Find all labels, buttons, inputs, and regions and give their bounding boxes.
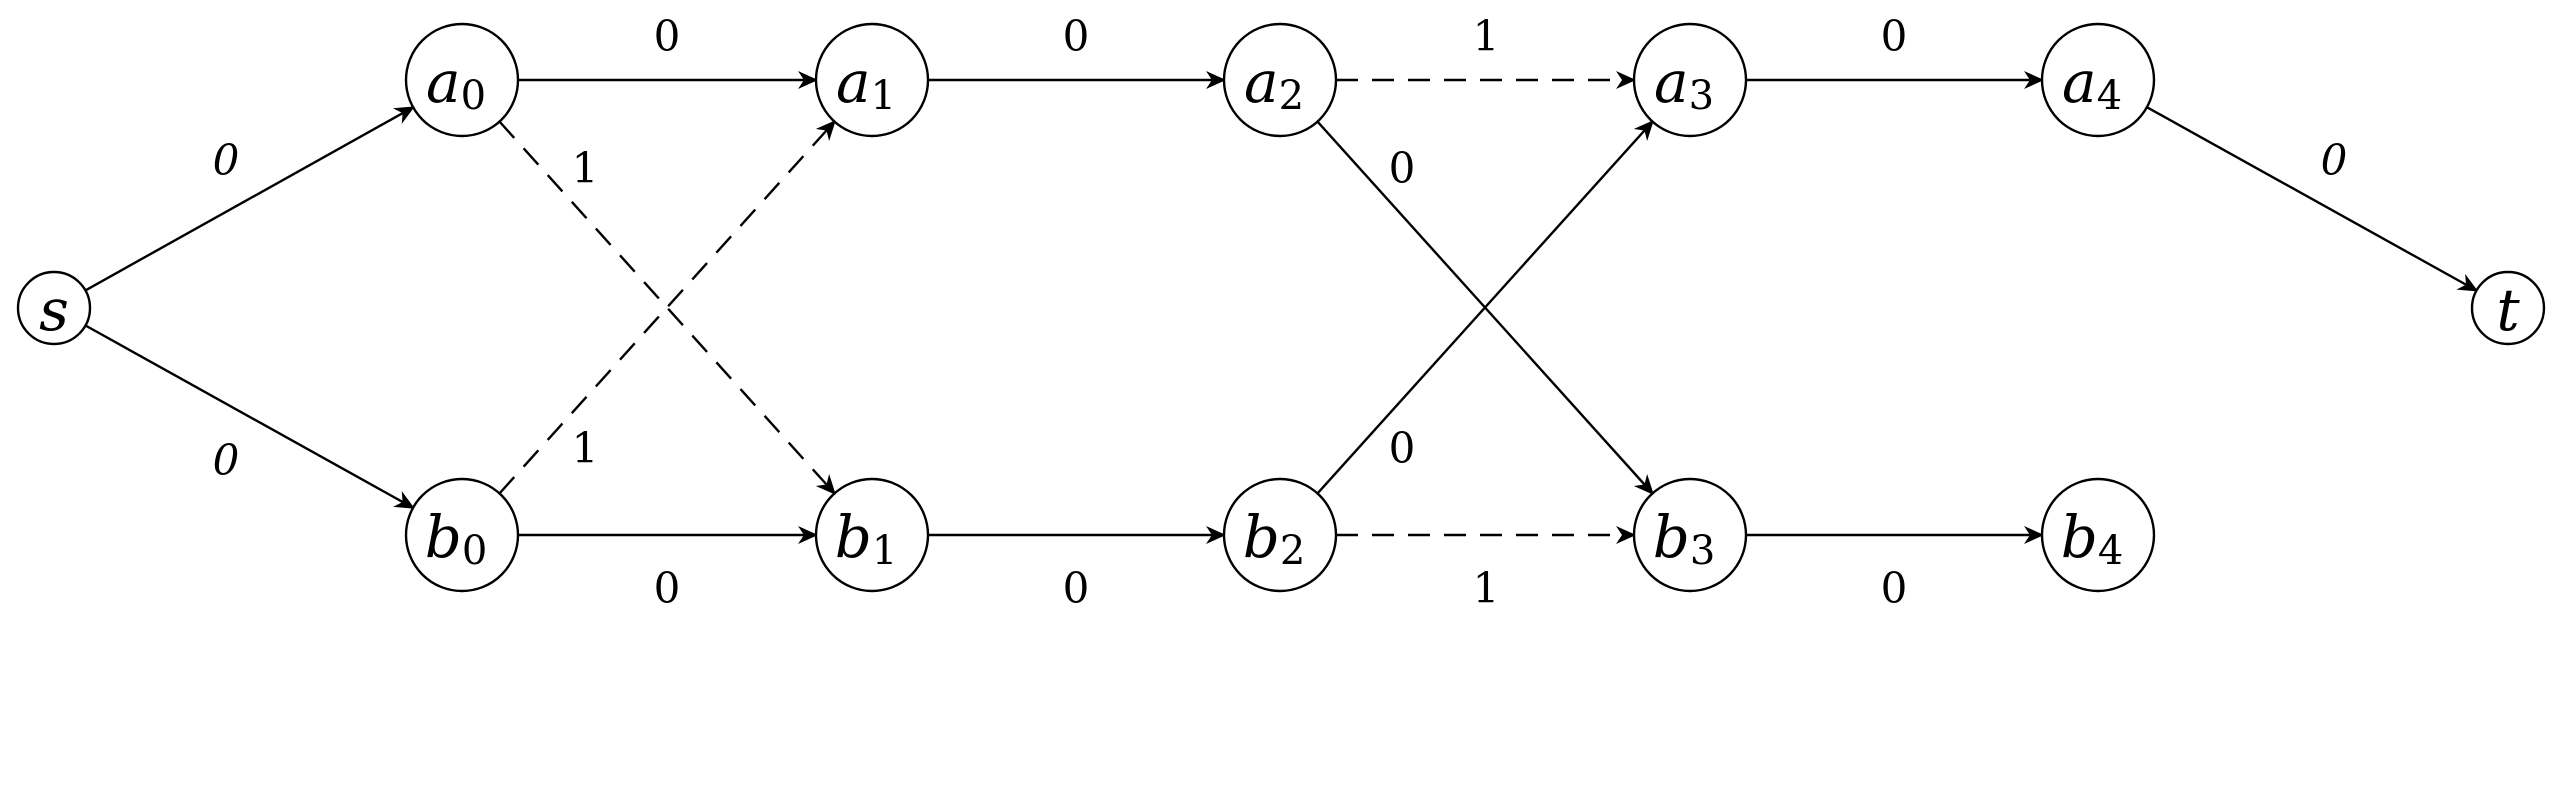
node-label-base-b2: b xyxy=(1243,503,1280,571)
edge-s-a0 xyxy=(84,106,415,292)
node-a4: a4 xyxy=(2040,22,2156,138)
node-label-base-a3: a xyxy=(1654,48,1689,116)
node-b4: b4 xyxy=(2040,477,2156,593)
edge-label-b2-a3: 0 xyxy=(1389,424,1416,473)
node-b2: b2 xyxy=(1222,477,1338,593)
node-label-a3: a3 xyxy=(1654,48,1714,119)
node-label-base-a0: a xyxy=(426,48,461,116)
edge-label-a2-b3: 0 xyxy=(1389,144,1416,193)
node-label-a0: a0 xyxy=(426,48,486,119)
node-label-sub-a4: 4 xyxy=(2097,73,2122,119)
node-label-a2: a2 xyxy=(1244,48,1304,119)
edge-s-b0 xyxy=(84,324,415,509)
edge-label-a2-a3: 1 xyxy=(1473,12,1500,61)
edge-label-a1-a2: 0 xyxy=(1063,12,1090,61)
node-label-s: s xyxy=(39,276,69,344)
node-circle-a3 xyxy=(1632,22,1748,138)
node-b1: b1 xyxy=(814,477,930,593)
node-label-t: t xyxy=(2496,276,2520,344)
edge-label-a4-t: 0 xyxy=(2321,136,2348,185)
edge-labels-layer: 0 0 0 1 1 0 0 0 1 0 0 1 0 0 0 xyxy=(213,12,2348,613)
edges-layer xyxy=(84,71,2479,544)
node-a3: a3 xyxy=(1632,22,1748,138)
edge-label-s-a0: 0 xyxy=(213,136,240,185)
node-circle-a2 xyxy=(1222,22,1338,138)
node-label-sub-a2: 2 xyxy=(1279,73,1304,119)
node-t: t xyxy=(2470,270,2546,346)
edge-label-a0-a1: 0 xyxy=(654,12,681,61)
node-label-base-a2: a xyxy=(1244,48,1279,116)
node-label-sub-a0: 0 xyxy=(461,73,486,119)
node-a1: a1 xyxy=(814,22,930,138)
node-label-sub-b2: 2 xyxy=(1280,528,1305,574)
edge-b0-a1 xyxy=(498,120,836,495)
edge-a0-b1 xyxy=(498,120,836,495)
node-label-sub-b4: 4 xyxy=(2098,528,2123,574)
node-b0: b0 xyxy=(404,477,520,593)
edge-label-b0-a1: 1 xyxy=(572,424,599,473)
edge-a4-t xyxy=(2146,106,2479,292)
node-label-base-b1: b xyxy=(835,503,872,571)
node-label-base-b3: b xyxy=(1653,503,1690,571)
node-label-base-b4: b xyxy=(2061,503,2098,571)
node-label-sub-b3: 3 xyxy=(1690,528,1715,574)
node-circle-b0 xyxy=(404,477,520,593)
edge-label-a0-b1: 1 xyxy=(572,144,599,193)
edge-b2-a3 xyxy=(1316,120,1654,495)
node-label-a1: a1 xyxy=(836,48,896,119)
node-label-sub-b1: 1 xyxy=(872,528,897,574)
node-label-a4: a4 xyxy=(2062,48,2122,119)
node-label-b3: b3 xyxy=(1653,503,1716,574)
node-label-b0: b0 xyxy=(425,503,488,574)
edge-label-b1-b2: 0 xyxy=(1063,564,1090,613)
node-label-base-t: t xyxy=(2496,276,2520,344)
node-circle-a4 xyxy=(2040,22,2156,138)
edge-label-b0-b1: 0 xyxy=(654,564,681,613)
node-label-base-b0: b xyxy=(425,503,462,571)
edge-label-b2-b3: 1 xyxy=(1473,564,1500,613)
node-label-sub-b0: 0 xyxy=(462,528,487,574)
node-label-b1: b1 xyxy=(835,503,898,574)
node-s: s xyxy=(16,270,92,346)
node-circle-t xyxy=(2470,270,2546,346)
edge-label-a3-a4: 0 xyxy=(1881,12,1908,61)
node-circle-a1 xyxy=(814,22,930,138)
node-a0: a0 xyxy=(404,22,520,138)
edge-label-s-b0: 0 xyxy=(213,436,240,485)
node-label-base-s: s xyxy=(39,276,69,344)
node-label-sub-a1: 1 xyxy=(871,73,896,119)
node-label-sub-a3: 3 xyxy=(1689,73,1714,119)
node-circle-b4 xyxy=(2040,477,2156,593)
node-label-b4: b4 xyxy=(2061,503,2124,574)
node-a2: a2 xyxy=(1222,22,1338,138)
node-label-base-a4: a xyxy=(2062,48,2097,116)
node-label-b2: b2 xyxy=(1243,503,1306,574)
node-circle-a0 xyxy=(404,22,520,138)
edge-label-b3-b4: 0 xyxy=(1881,564,1908,613)
node-circle-b2 xyxy=(1222,477,1338,593)
node-circle-s xyxy=(16,270,92,346)
node-circle-b3 xyxy=(1632,477,1748,593)
node-circle-b1 xyxy=(814,477,930,593)
node-b3: b3 xyxy=(1632,477,1748,593)
node-label-base-a1: a xyxy=(836,48,871,116)
